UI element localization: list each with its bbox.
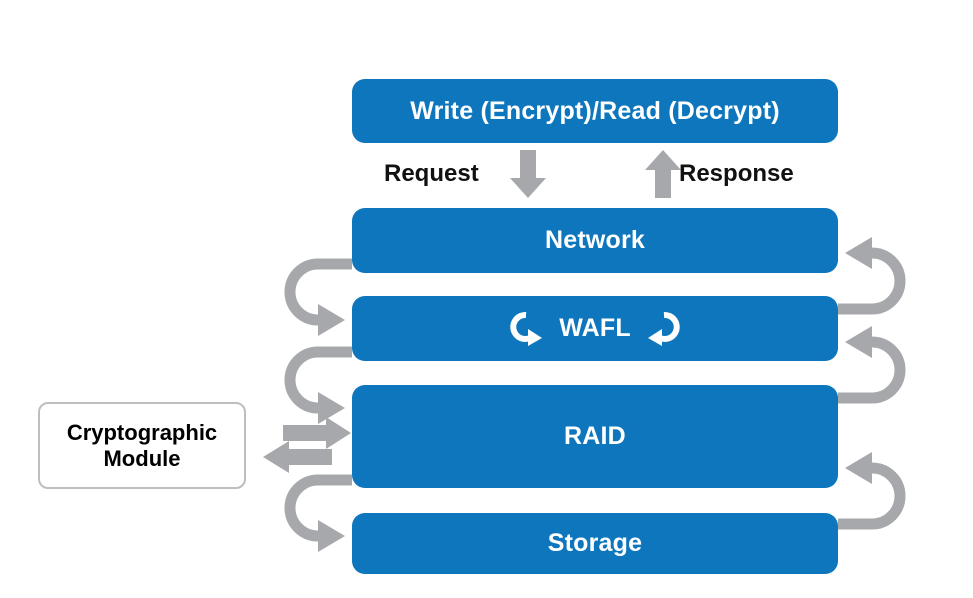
response-arrow-up-icon <box>645 150 681 198</box>
layer-box-raid[interactable]: RAID <box>352 385 838 488</box>
response-label: Response <box>679 160 794 187</box>
circular-arrow-counterclockwise-icon <box>647 309 681 349</box>
layer-label-wafl: WAFL <box>559 314 631 342</box>
header-box-write-read[interactable]: Write (Encrypt)/Read (Decrypt) <box>352 79 838 143</box>
layer-label-network: Network <box>544 226 646 254</box>
layer-label-storage: Storage <box>547 529 643 557</box>
left-uturn-arrow-raid-to-storage <box>284 474 352 552</box>
layer-label-raid: RAID <box>564 422 626 450</box>
cryptographic-module-label: Cryptographic Module <box>67 420 217 471</box>
request-label: Request <box>384 160 479 187</box>
circular-arrow-clockwise-icon <box>509 309 543 349</box>
cryptographic-module-label-line1: Cryptographic <box>66 419 218 445</box>
cryptographic-module-label-line2: Module <box>103 445 181 471</box>
header-box-label: Write (Encrypt)/Read (Decrypt) <box>410 96 780 125</box>
layer-box-storage[interactable]: Storage <box>352 513 838 574</box>
right-uturn-arrow-storage-to-raid <box>838 452 906 530</box>
layer-box-network[interactable]: Network <box>352 208 838 273</box>
wafl-content: WAFL <box>509 309 681 349</box>
right-uturn-arrow-wafl-to-network <box>838 237 906 315</box>
crypto-to-raid-arrow-right-icon <box>283 417 351 449</box>
request-arrow-down-icon <box>510 150 546 198</box>
right-uturn-arrow-raid-to-wafl <box>838 326 906 404</box>
cryptographic-module-box[interactable]: Cryptographic Module <box>38 402 246 489</box>
raid-to-crypto-arrow-left-icon <box>263 441 332 473</box>
left-uturn-arrow-network-to-wafl <box>284 258 352 336</box>
left-uturn-arrow-wafl-to-raid <box>284 346 352 424</box>
layer-box-wafl[interactable]: WAFL <box>352 296 838 361</box>
